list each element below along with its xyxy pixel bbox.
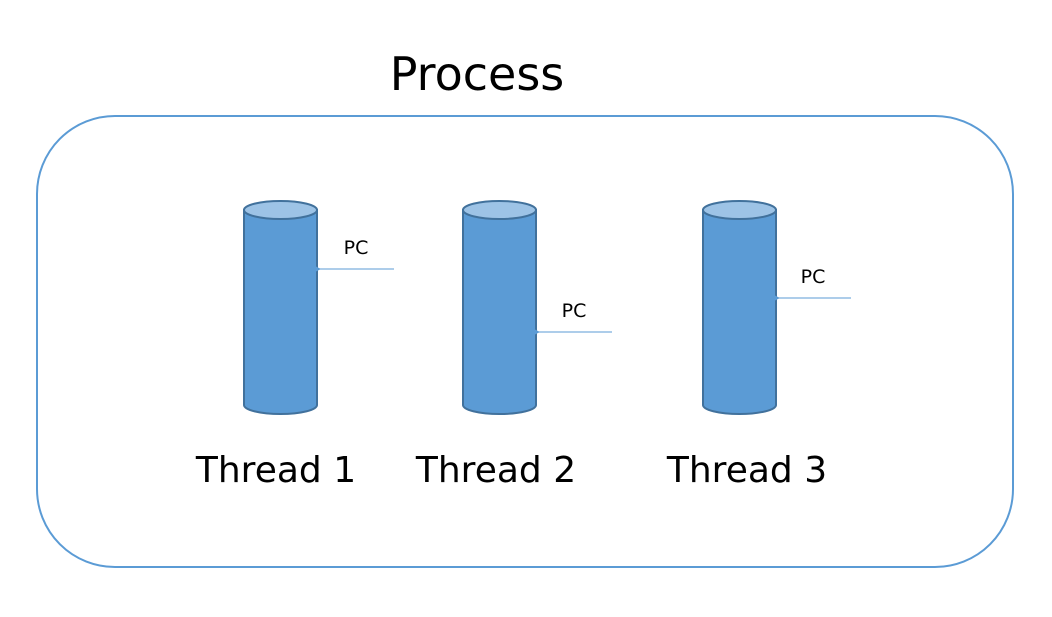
thread-2-label: Thread 2	[415, 450, 576, 491]
thread-1-pc-label: PC	[344, 237, 369, 259]
thread-1-cylinder	[243, 209, 318, 415]
thread-1-label: Thread 1	[195, 450, 356, 491]
thread-1-cylinder-top	[243, 200, 318, 220]
thread-3-cylinder	[702, 209, 777, 415]
thread-3-cylinder-top	[702, 200, 777, 220]
thread-2: PC Thread 2	[415, 200, 612, 491]
thread-2-pc-label: PC	[562, 300, 587, 322]
process-title: Process	[390, 47, 565, 101]
thread-3-label: Thread 3	[666, 450, 827, 491]
thread-1: PC Thread 1	[195, 200, 394, 491]
thread-3-pc-label: PC	[801, 266, 826, 288]
thread-2-cylinder-top	[462, 200, 537, 220]
thread-3: PC Thread 3	[666, 200, 851, 491]
thread-2-cylinder	[462, 209, 537, 415]
process-container	[36, 115, 1014, 568]
